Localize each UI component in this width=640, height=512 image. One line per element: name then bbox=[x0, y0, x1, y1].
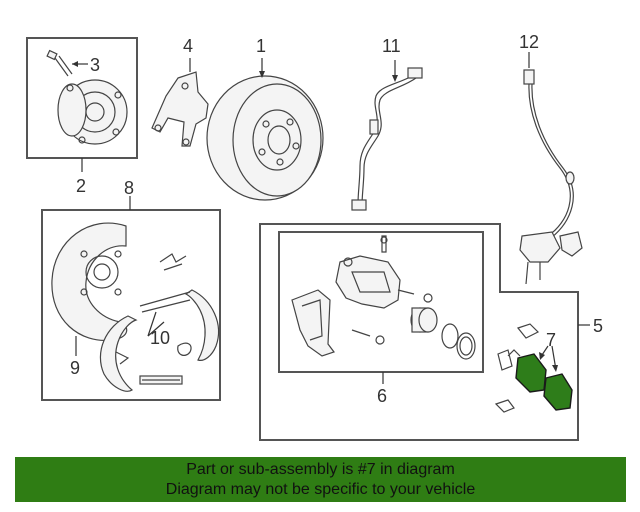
abs-sensor-icon bbox=[519, 69, 583, 285]
pad-clips-icon bbox=[494, 323, 540, 413]
banner-line-1: Part or sub-assembly is #7 in diagram bbox=[186, 461, 455, 478]
info-banner: Part or sub-assembly is #7 in diagram Di… bbox=[15, 457, 626, 502]
seal-rings-icon bbox=[441, 323, 476, 360]
parking-brake-group: 8 9 10 bbox=[41, 178, 221, 401]
hub-bearing-icon bbox=[57, 79, 128, 145]
parts-diagram: 3 2 4 1 11 bbox=[26, 32, 603, 441]
callout-6: 6 bbox=[377, 386, 387, 406]
caliper-group: 5 6 bbox=[259, 223, 603, 441]
callout-10: 10 bbox=[150, 328, 170, 348]
brake-disc-icon bbox=[206, 75, 324, 201]
callout-9: 9 bbox=[70, 358, 80, 378]
bleeder-screw-icon bbox=[380, 235, 388, 253]
callout-8: 8 bbox=[124, 178, 134, 198]
hub-assembly-group: 3 2 bbox=[26, 37, 138, 196]
callout-5: 5 bbox=[593, 316, 603, 336]
caliper-inner-box bbox=[278, 231, 484, 373]
piston-icon bbox=[410, 307, 438, 333]
brake-hose-icon bbox=[351, 67, 423, 211]
guide-pin-icon bbox=[351, 289, 433, 345]
wheel-bolt-icon bbox=[46, 49, 73, 77]
bracket-icon bbox=[151, 71, 209, 147]
callout-7: 7 bbox=[546, 330, 556, 350]
callout-12: 12 bbox=[519, 32, 539, 52]
brake-shoes-icon bbox=[99, 253, 220, 392]
caliper-bracket-icon bbox=[291, 289, 335, 357]
callout-4: 4 bbox=[183, 36, 193, 56]
callout-3-arrow bbox=[72, 61, 78, 67]
parking-brake-box bbox=[41, 209, 221, 401]
caliper-body-icon bbox=[335, 255, 401, 309]
banner-line-2: Diagram may not be specific to your vehi… bbox=[165, 481, 476, 498]
callout-11: 11 bbox=[382, 36, 401, 56]
brake-pad-inner bbox=[515, 353, 547, 393]
callout-1: 1 bbox=[256, 36, 266, 56]
caliper-outer-box bbox=[259, 223, 579, 441]
backing-plate-icon bbox=[51, 222, 128, 342]
brake-pad-outer bbox=[543, 373, 573, 411]
callout-2: 2 bbox=[76, 176, 86, 196]
brake-pads-highlighted bbox=[507, 349, 573, 411]
callout-3: 3 bbox=[90, 55, 100, 75]
